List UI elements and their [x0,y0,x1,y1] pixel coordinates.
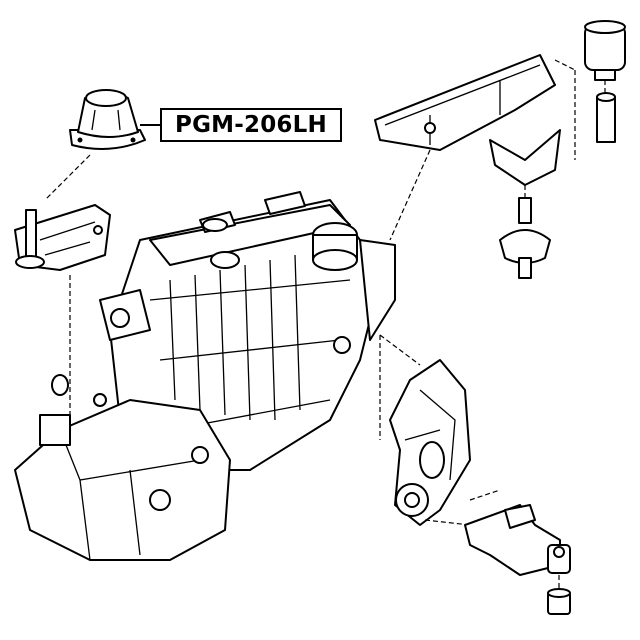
rubber-cap [584,20,626,81]
wedge-mount [489,129,561,186]
engine-mount-rubber [69,89,146,150]
dashed-guide [389,149,431,241]
torque-rod [464,504,571,576]
engine-block [99,191,396,471]
left-bracket [14,204,111,271]
spacer-sleeve [596,92,616,143]
stud-mount [499,197,551,279]
lower-right-bracket [389,359,471,526]
transmission [14,374,231,561]
part-number-label: PGM-206LH [160,108,342,142]
dashed-guide [379,334,421,366]
dashed-guide [554,59,576,71]
dashed-guide [469,489,501,501]
dashed-guide [424,519,471,526]
bushing-sleeve [547,588,571,615]
dashed-guide [44,154,91,201]
right-upper-bracket [374,54,556,151]
